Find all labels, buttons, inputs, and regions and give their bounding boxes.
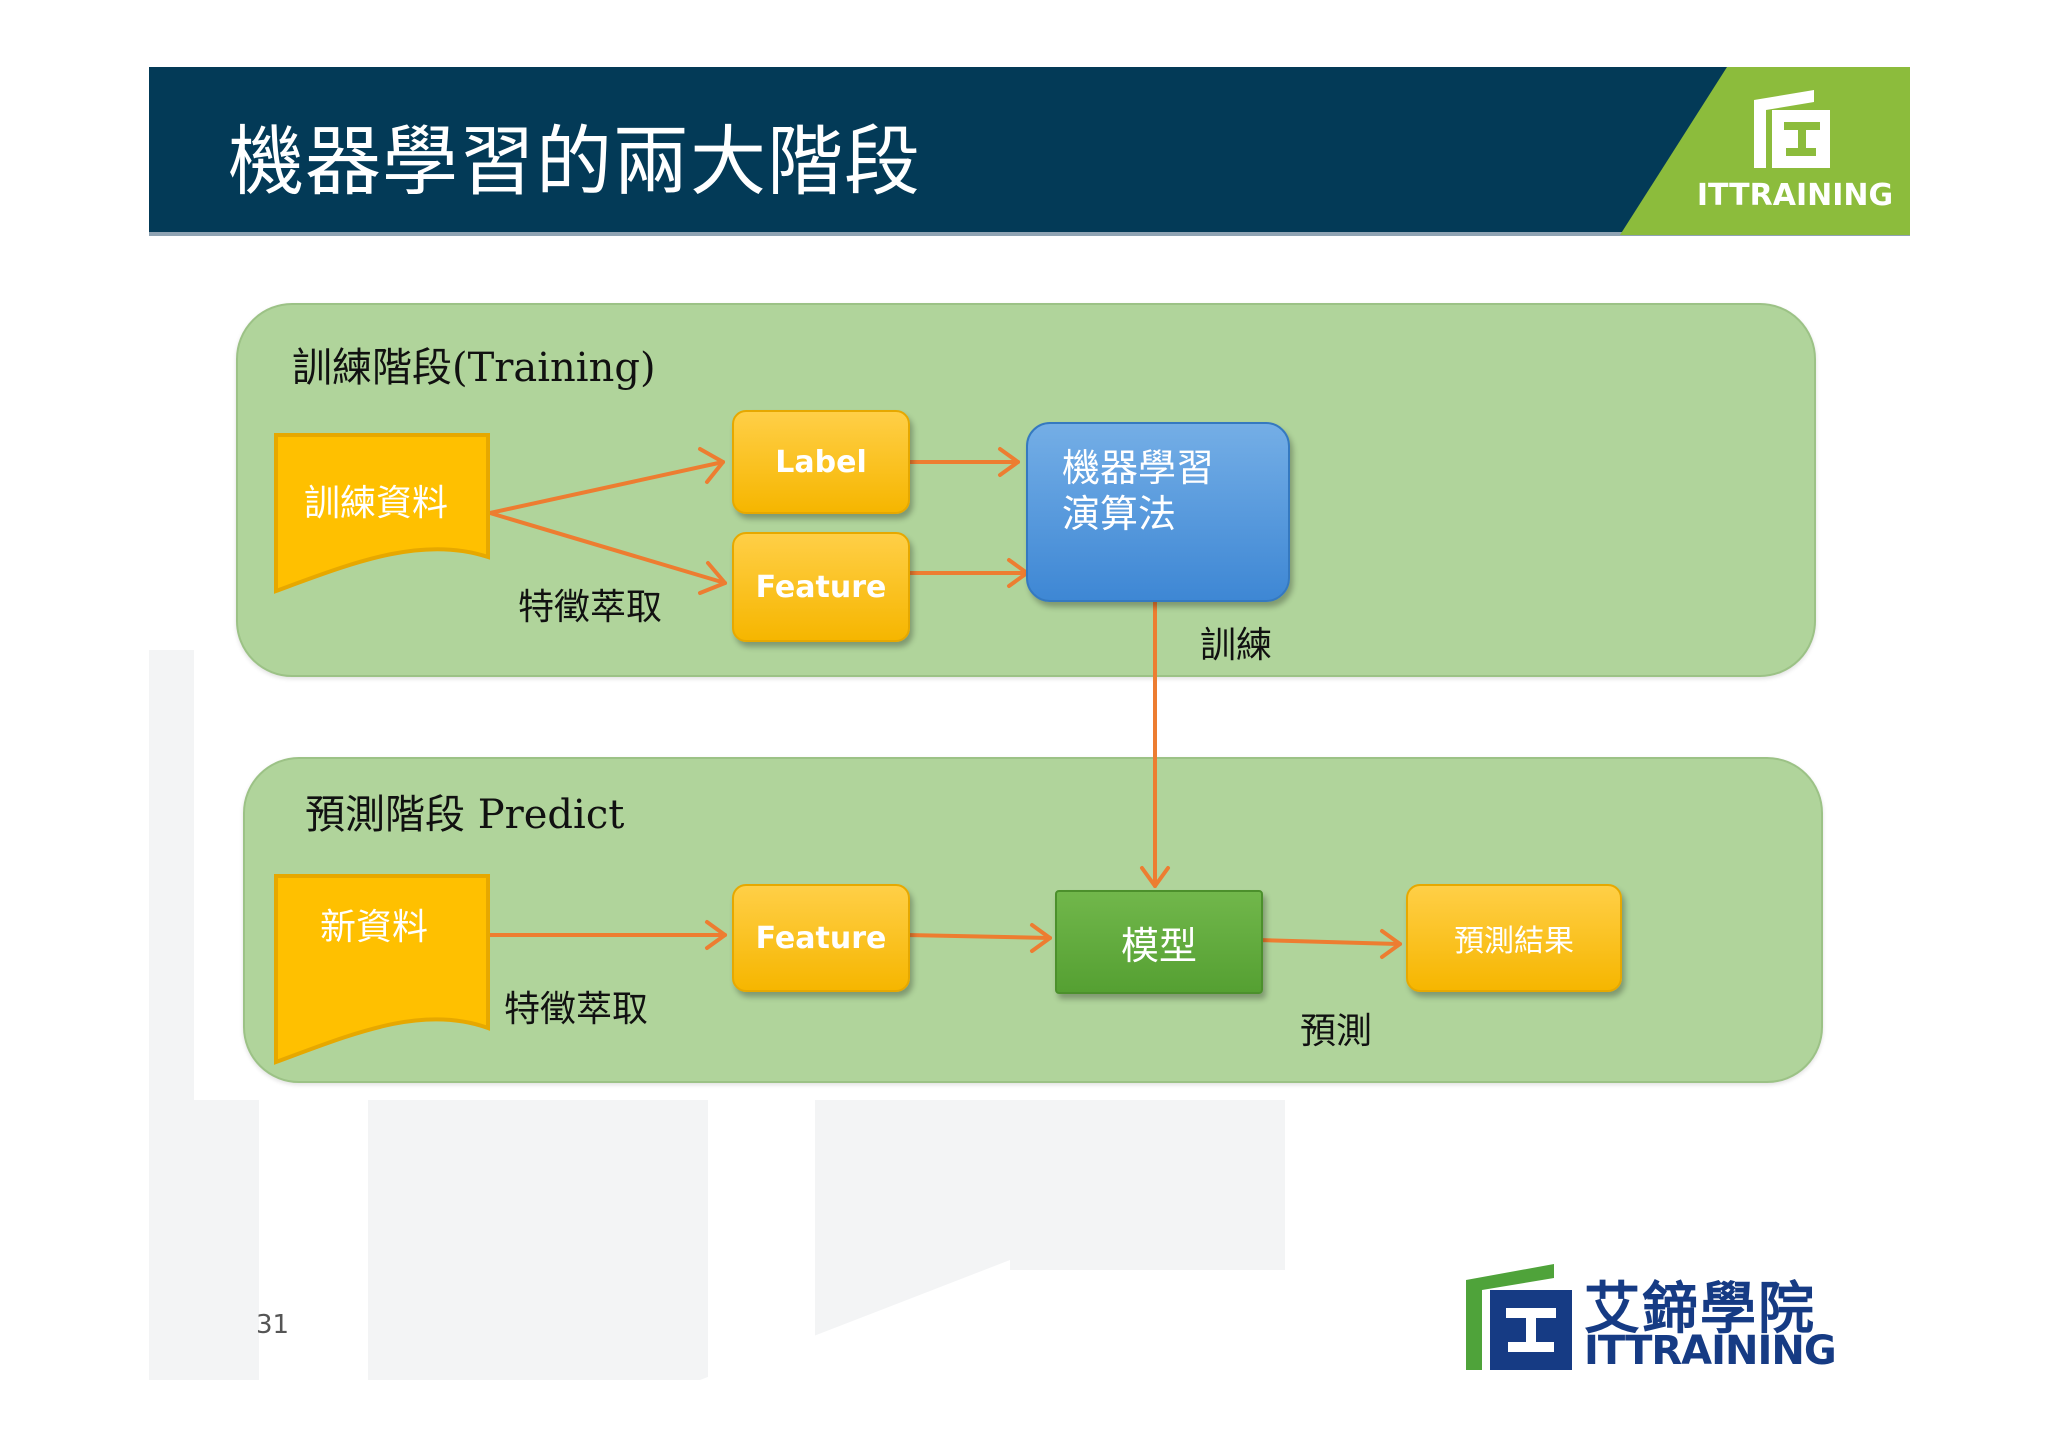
watermark-shape: [368, 1100, 708, 1380]
training-extract-label: 特徵萃取: [518, 587, 663, 628]
train-label: 訓練: [1200, 625, 1273, 666]
ittraining-logo-icon: [1754, 90, 1830, 168]
new-data-document: [274, 874, 490, 1065]
training-stage-title: 訓練階段(Training): [292, 345, 656, 391]
header-bar: [149, 67, 1910, 235]
watermark-shape: [1010, 1270, 1290, 1380]
ml-algorithm-line1: 機器學習: [1062, 446, 1215, 490]
page-title: 機器學習的兩大階段: [228, 117, 921, 206]
model-box-text: 模型: [1120, 923, 1197, 968]
training-feature-box: Feature: [732, 532, 910, 642]
model-box: 模型: [1055, 890, 1263, 994]
prediction-result-text: 預測結果: [1454, 924, 1574, 959]
predict-feature-box: Feature: [732, 884, 910, 992]
page-number: 31: [256, 1310, 290, 1340]
brand-name-english: ITTRAINING: [1584, 1328, 1837, 1374]
new-data-label: 新資料: [320, 907, 429, 948]
header-logo-text: ITTRAINING: [1696, 178, 1894, 213]
brand-name-chinese: 艾鍗學院: [1584, 1277, 1816, 1342]
ittraining-brand-icon: [1466, 1264, 1572, 1370]
training-data-document: [274, 433, 490, 594]
label-box: Label: [732, 410, 910, 514]
watermark-shape: [149, 1100, 259, 1380]
predict-feature-text: Feature: [755, 920, 887, 956]
ml-algorithm-line2: 演算法: [1062, 491, 1177, 536]
predict-stage-title: 預測階段 Predict: [305, 792, 625, 838]
training-feature-text: Feature: [755, 569, 887, 605]
label-box-text: Label: [775, 444, 867, 480]
header-underline: [149, 232, 1910, 236]
prediction-result-box: 預測結果: [1406, 884, 1622, 992]
predict-extract-label: 特徵萃取: [504, 989, 649, 1030]
ml-algorithm-box: 機器學習 演算法: [1026, 422, 1290, 602]
predict-label: 預測: [1300, 1011, 1373, 1052]
training-data-label: 訓練資料: [304, 483, 449, 524]
